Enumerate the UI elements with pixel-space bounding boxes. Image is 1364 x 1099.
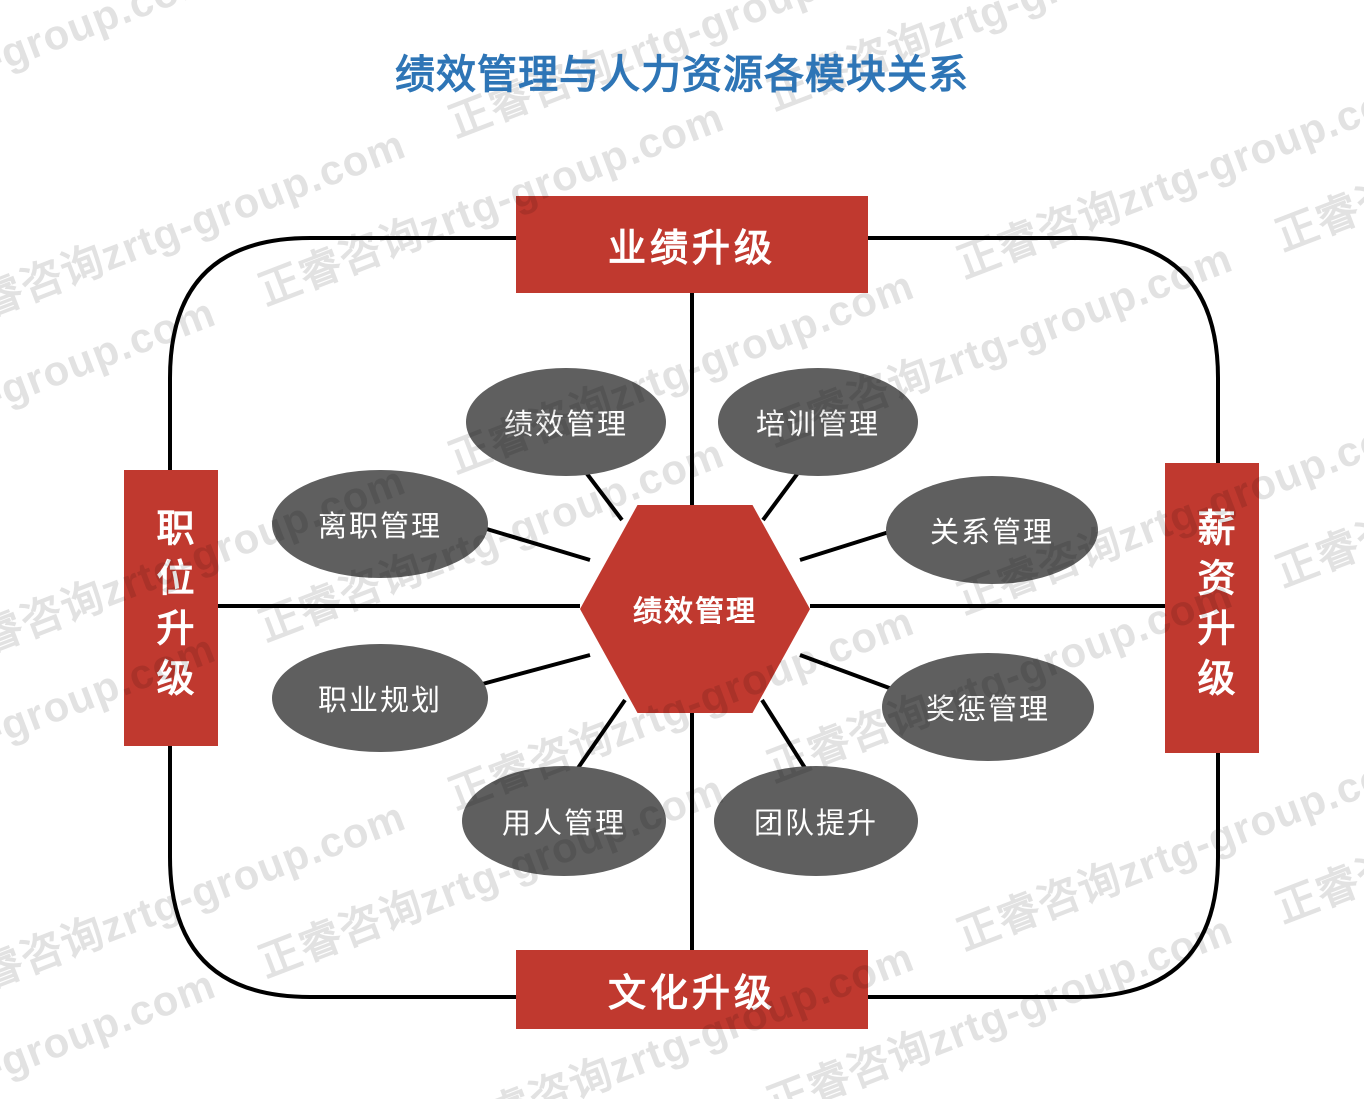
module-label: 奖惩管理 — [925, 694, 1050, 726]
outer-frame-path — [168, 236, 1220, 999]
module-node-m7[interactable]: 用人管理 — [462, 766, 666, 876]
outcome-label: 职位升级 — [150, 508, 192, 708]
page-title: 绩效管理与人力资源各模块关系 — [395, 53, 969, 97]
outcome-label: 文化升级 — [607, 973, 776, 1015]
core-hexagon-label: 绩效管理 — [632, 596, 757, 628]
outcome-label: 业绩升级 — [607, 228, 776, 270]
module-node-m2[interactable]: 培训管理 — [718, 368, 918, 476]
module-node-m1[interactable]: 绩效管理 — [466, 368, 666, 476]
module-node-m5[interactable]: 职业规划 — [272, 644, 488, 752]
outcome-box-bottom[interactable]: 文化升级 — [516, 950, 868, 1029]
module-label: 离职管理 — [317, 511, 442, 543]
module-label: 绩效管理 — [503, 409, 628, 441]
module-label: 用人管理 — [501, 808, 626, 840]
module-node-m6[interactable]: 奖惩管理 — [882, 653, 1094, 761]
outcome-label: 薪资升级 — [1191, 508, 1233, 708]
module-label: 培训管理 — [755, 409, 880, 441]
module-node-m3[interactable]: 离职管理 — [272, 470, 488, 578]
spoke-to-module-m8 — [760, 698, 807, 770]
spoke-to-module-m7 — [576, 698, 627, 770]
outcome-box-top[interactable]: 业绩升级 — [516, 196, 868, 293]
module-label: 团队提升 — [753, 808, 878, 840]
outcome-box-right[interactable]: 薪资升级 — [1165, 463, 1259, 753]
module-label: 关系管理 — [929, 517, 1054, 549]
outcome-box-left[interactable]: 职位升级 — [124, 470, 218, 746]
spoke-to-module-m3 — [469, 522, 591, 562]
spoke-to-module-m6 — [799, 653, 901, 694]
module-node-m4[interactable]: 关系管理 — [886, 476, 1098, 584]
spoke-to-module-m5 — [474, 653, 591, 688]
module-label: 职业规划 — [317, 685, 442, 717]
module-node-m8[interactable]: 团队提升 — [714, 766, 918, 876]
